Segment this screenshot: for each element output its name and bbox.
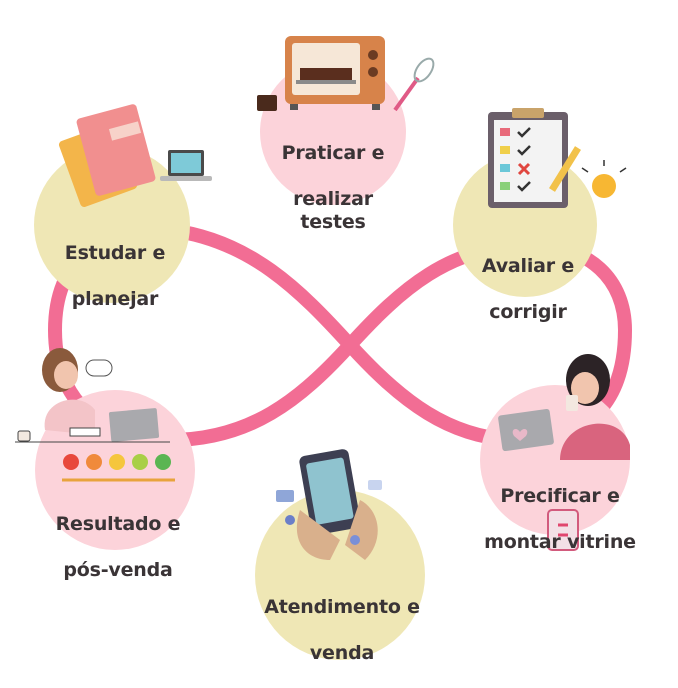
step-label-atendimento-line1: Atendimento e: [264, 596, 420, 618]
step-label-atendimento-line2: venda: [309, 642, 375, 664]
woman-desk-icon: [15, 348, 175, 482]
step-label-precificar: Precificar e montar vitrine: [480, 462, 640, 577]
step-label-avaliar-line1: Avaliar e: [481, 255, 575, 277]
step-label-precificar-line1: Precificar e: [500, 485, 620, 507]
step-label-resultado-line2: pós-venda: [63, 559, 173, 581]
infinity-loop-right: [343, 237, 633, 448]
step-label-avaliar: Avaliar e corrigir: [468, 232, 588, 347]
checklist-icon: [488, 108, 627, 208]
step-label-avaliar-line2: corrigir: [489, 301, 567, 323]
notebooks-icon: [58, 104, 212, 208]
step-label-precificar-line2: montar vitrine: [484, 531, 636, 553]
infinity-loop: [47, 222, 633, 448]
step-label-praticar-line1: Praticar e: [281, 142, 385, 164]
phone-hands-icon: [276, 449, 382, 560]
oven-icon: [257, 36, 435, 112]
step-label-estudar-line1: Estudar e: [64, 242, 166, 264]
woman-laptop-icon: [498, 354, 630, 551]
step-label-atendimento: Atendimento e venda: [262, 573, 422, 688]
step-label-estudar-line2: planejar: [71, 288, 159, 310]
step-label-praticar-line2: realizar testes: [293, 188, 373, 233]
step-label-resultado: Resultado e pós-venda: [48, 490, 188, 605]
step-label-resultado-line1: Resultado e: [55, 513, 181, 535]
step-label-praticar: Praticar e realizar testes: [262, 119, 404, 257]
bubble-estudar: [34, 147, 190, 303]
step-label-estudar: Estudar e planejar: [50, 219, 180, 334]
infinity-loop-left: [47, 222, 357, 448]
